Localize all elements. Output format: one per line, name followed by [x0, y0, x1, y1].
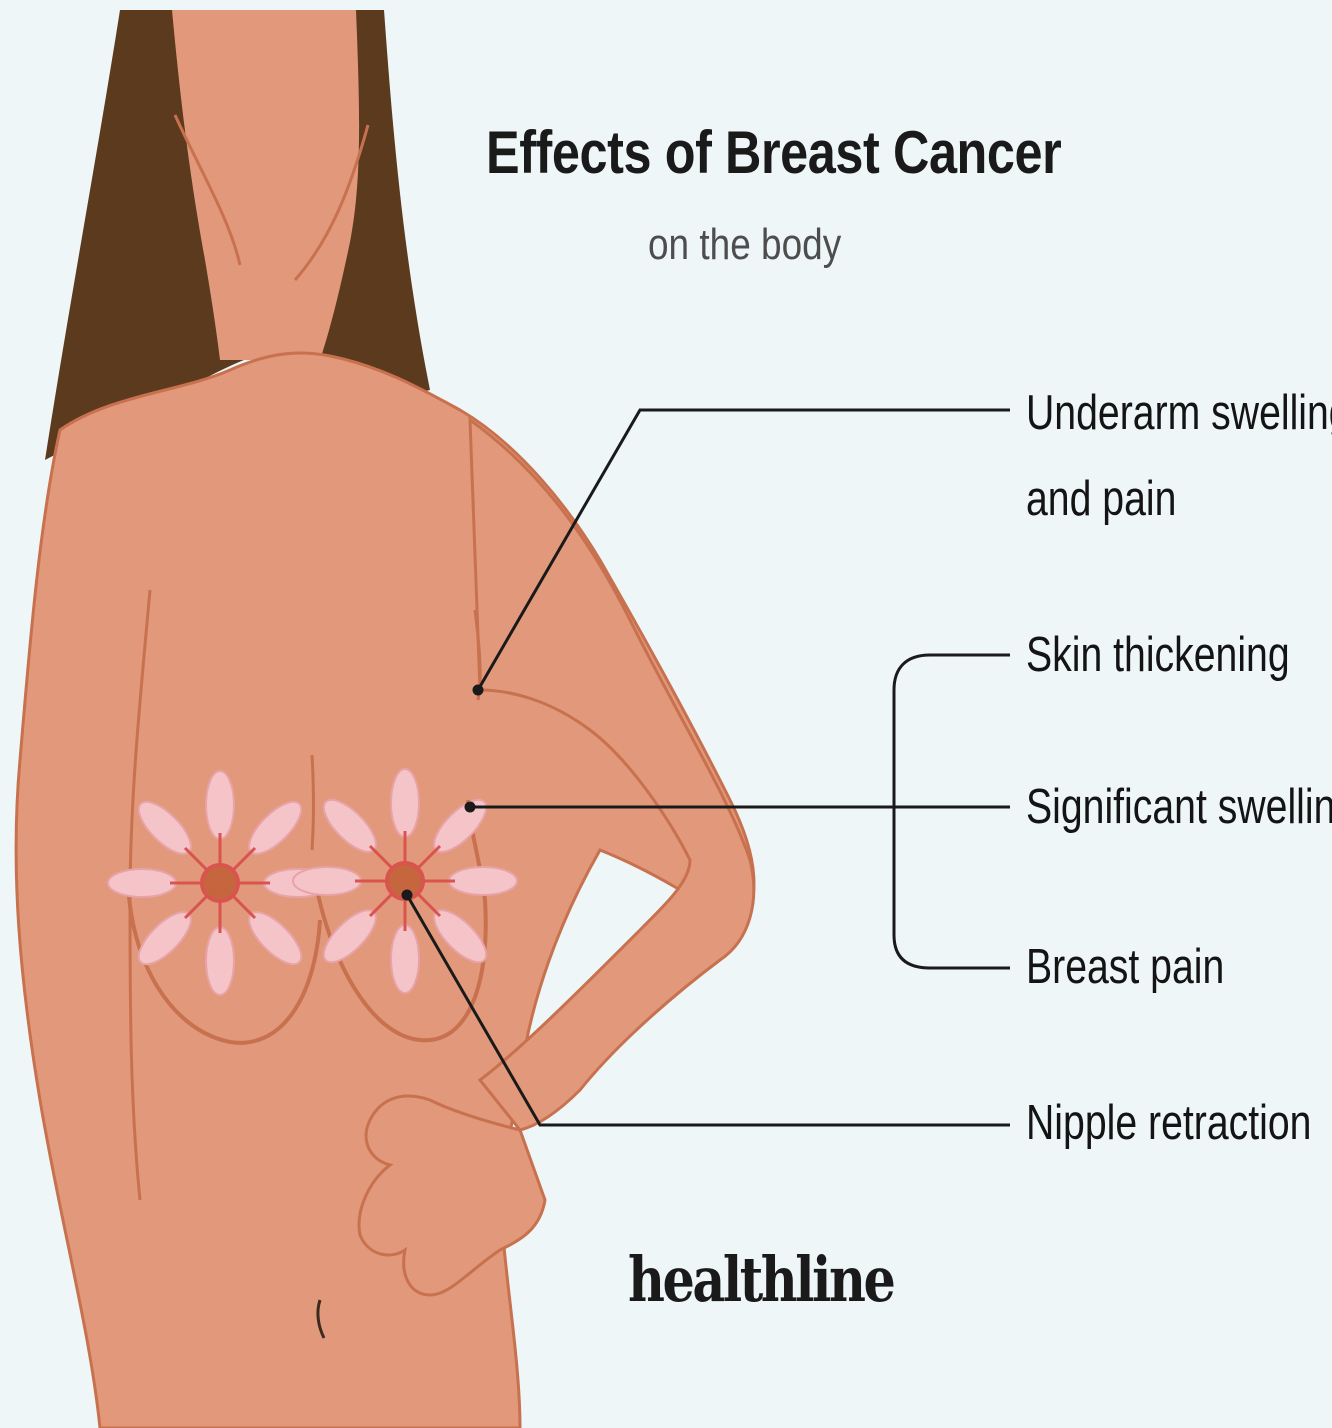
- sternum-line: [312, 755, 314, 850]
- left-areola: [202, 865, 238, 901]
- brand-logo: healthline: [628, 1244, 893, 1316]
- callout-nipple-retraction: Nipple retraction: [1026, 1080, 1311, 1166]
- right-breast-lobules: [293, 769, 517, 993]
- leader-nipple-dot: [403, 891, 411, 899]
- callout-breast-pain: Breast pain: [1026, 924, 1224, 1010]
- callout-significant-swelling: Significant swelling: [1026, 764, 1332, 850]
- callout-skin-thickening: Skin thickening: [1026, 612, 1290, 698]
- leader-underarm-dot: [474, 686, 482, 694]
- leader-bracket: [894, 655, 1010, 968]
- leader-swelling-dot: [466, 803, 474, 811]
- callout-underarm: Underarm swelling and pain: [1026, 370, 1332, 542]
- callout-underarm-line1: Underarm swelling: [1026, 370, 1332, 456]
- callout-underarm-line2: and pain: [1026, 456, 1332, 542]
- page-subtitle: on the body: [648, 219, 841, 271]
- page-title: Effects of Breast Cancer: [486, 118, 1061, 188]
